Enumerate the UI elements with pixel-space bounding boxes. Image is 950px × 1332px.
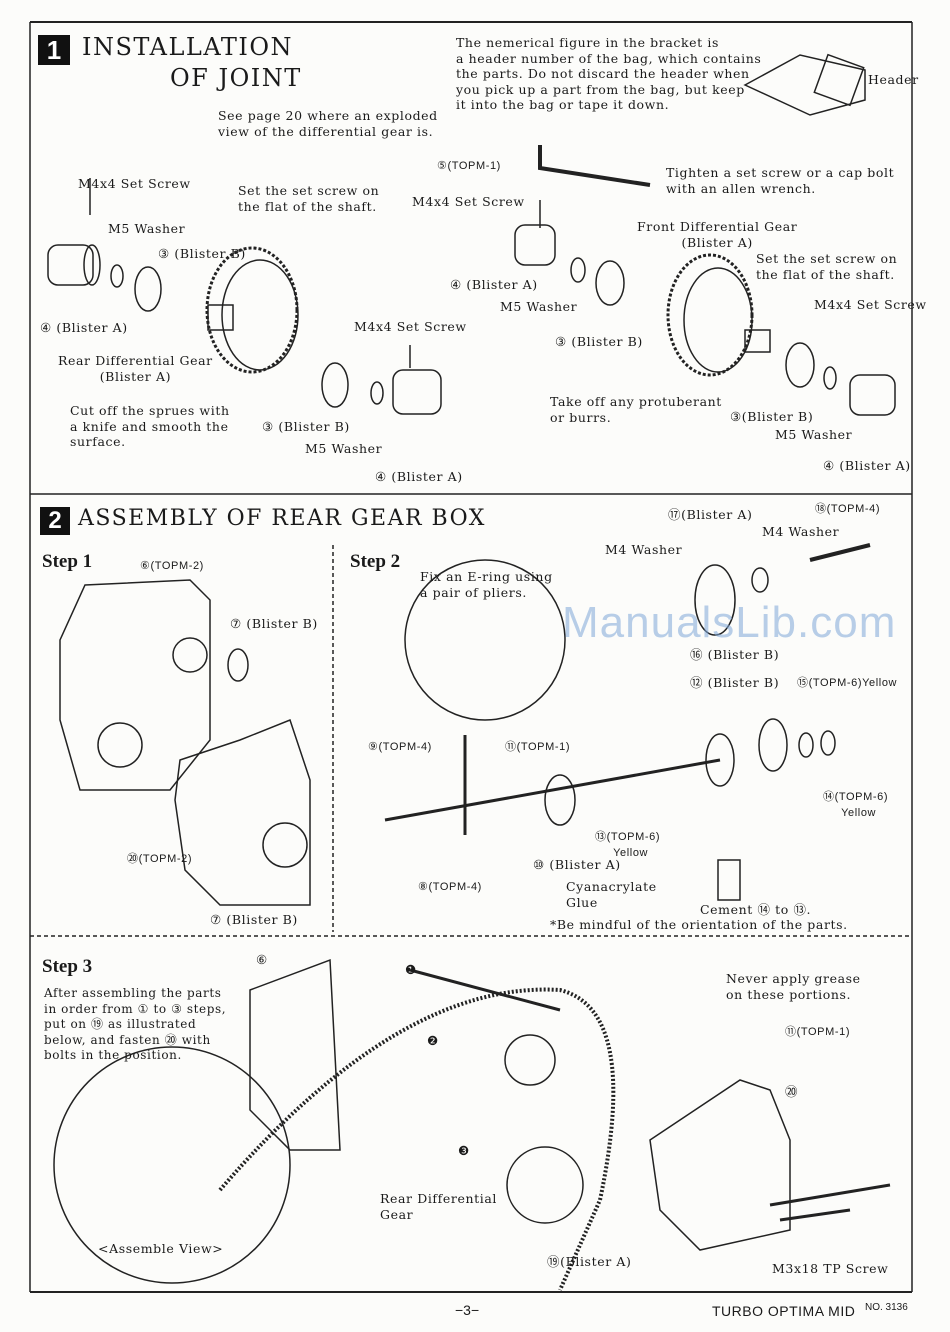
step1-part7a: ⑦ (Blister B) <box>230 616 318 631</box>
step2-part17: ⑰(Blister A) <box>668 507 753 522</box>
step2-part15: ⑮(TOPM-6)Yellow <box>797 677 898 689</box>
step3-illustration <box>53 958 891 1291</box>
cement-note: Cement ⑭ to ⑬. <box>700 902 812 917</box>
rear-set-screw-note: Set the set screw on the flat of the sha… <box>238 183 380 214</box>
front-set-screw-2: M4x4 Set Screw <box>814 297 927 312</box>
rear-set-screw-2: M4x4 Set Screw <box>354 319 467 334</box>
step2-m4-washer-2: M4 Washer <box>605 542 683 557</box>
step1-label: Step 1 <box>42 551 93 572</box>
step2-label: Step 2 <box>350 551 401 572</box>
front-washer-2: M5 Washer <box>775 427 853 442</box>
section2-title: ASSEMBLY OF REAR GEAR BOX <box>78 506 486 531</box>
step1-part6: ⑥(TOPM-2) <box>140 560 204 572</box>
step2-part12: ⑫ (Blister B) <box>690 675 780 690</box>
step2-illustration <box>384 543 871 901</box>
callout-2: ❷ <box>427 1033 439 1048</box>
step3-part6: ⑥ <box>256 952 268 967</box>
rear-washer-2: M5 Washer <box>305 441 383 456</box>
orientation-note: *Be mindful of the orientation of the pa… <box>550 917 848 932</box>
model-number: NO. 3136 <box>865 1302 908 1313</box>
page-number: −3− <box>455 1302 480 1318</box>
step1-part7b: ⑦ (Blister B) <box>210 912 298 927</box>
front-joint-1: ④ (Blister A) <box>450 277 538 292</box>
rear-diff-illustration <box>47 178 442 415</box>
rear-joint-1: ④ (Blister A) <box>40 320 128 335</box>
front-diff-illustration <box>514 145 896 416</box>
step1-illustration <box>59 579 311 906</box>
front-diff-gear-label: Front Differential Gear (Blister A) <box>637 219 798 250</box>
grease-note: Never apply grease on these portions. <box>726 971 861 1002</box>
see-page-note: See page 20 where an exploded view of th… <box>218 108 438 139</box>
step3-rear-diff: Rear Differential Gear <box>380 1191 497 1222</box>
rear-bearing-1: ③ (Blister B) <box>158 246 246 261</box>
step2-m4-washer-1: M4 Washer <box>762 524 840 539</box>
section-number-2: 2 <box>40 507 70 535</box>
wrench-note: Tighten a set screw or a cap bolt with a… <box>666 165 895 196</box>
glue-label: Cyanacrylate Glue <box>566 879 657 910</box>
rear-diff-gear-label: Rear Differential Gear (Blister A) <box>58 353 213 384</box>
rear-set-screw-1: M4x4 Set Screw <box>78 176 191 191</box>
header-label: Header <box>868 72 919 87</box>
step3-part20: ⑳ <box>785 1084 799 1099</box>
bag-note: The nemerical figure in the bracket is a… <box>456 35 762 112</box>
step1-part20: ⑳(TOPM-2) <box>127 853 193 865</box>
callout-3: ❸ <box>458 1143 470 1158</box>
ering-note: Fix an E-ring using a pair of pliers. <box>420 569 553 600</box>
step3-label: Step 3 <box>42 956 93 977</box>
step2-part8: ⑧(TOPM-4) <box>418 881 482 893</box>
callout-1: ❶ <box>405 962 417 977</box>
sprue-note: Cut off the sprues with a knife and smoo… <box>70 403 230 449</box>
burr-note: Take off any protuberant or burrs. <box>550 394 722 425</box>
front-bearing-1: ③ (Blister B) <box>555 334 643 349</box>
front-bearing-2: ③(Blister B) <box>730 409 814 424</box>
step2-part13: ⑬(TOPM-6) Yellow <box>595 831 661 859</box>
step2-part14: ⑭(TOPM-6) Yellow <box>823 791 889 819</box>
page-frame <box>29 21 913 1293</box>
section-number-1: 1 <box>38 35 70 65</box>
step3-part19: ⑲(Blister A) <box>547 1254 632 1269</box>
step2-part11: ⑪(TOPM-1) <box>505 741 571 753</box>
front-set-screw-1: M4x4 Set Screw <box>412 194 525 209</box>
step2-part16: ⑯ (Blister B) <box>690 647 780 662</box>
step2-part10: ⑩ (Blister A) <box>533 857 621 872</box>
wrench-part-label: ⑤(TOPM-1) <box>437 160 501 172</box>
rear-bearing-2: ③ (Blister B) <box>262 419 350 434</box>
model-name: TURBO OPTIMA MID <box>712 1303 856 1319</box>
watermark: ManualsLib.com <box>562 598 897 647</box>
step2-part9: ⑨(TOPM-4) <box>368 741 432 753</box>
step2-part18: ⑱(TOPM-4) <box>815 503 881 515</box>
section1-title-line1: INSTALLATION <box>82 33 294 61</box>
assemble-view-label: <Assemble View> <box>98 1241 224 1256</box>
front-joint-2: ④ (Blister A) <box>823 458 911 473</box>
section1-title-line2: OF JOINT <box>170 64 302 92</box>
front-set-screw-note: Set the set screw on the flat of the sha… <box>756 251 898 282</box>
step3-part11: ⑪(TOPM-1) <box>785 1026 851 1038</box>
tp-screw-label: M3x18 TP Screw <box>772 1261 889 1276</box>
front-washer-1: M5 Washer <box>500 299 578 314</box>
rear-washer-1: M5 Washer <box>108 221 186 236</box>
rear-joint-2: ④ (Blister A) <box>375 469 463 484</box>
header-bag-illustration <box>743 53 866 116</box>
step3-instructions: After assembling the parts in order from… <box>44 986 227 1062</box>
